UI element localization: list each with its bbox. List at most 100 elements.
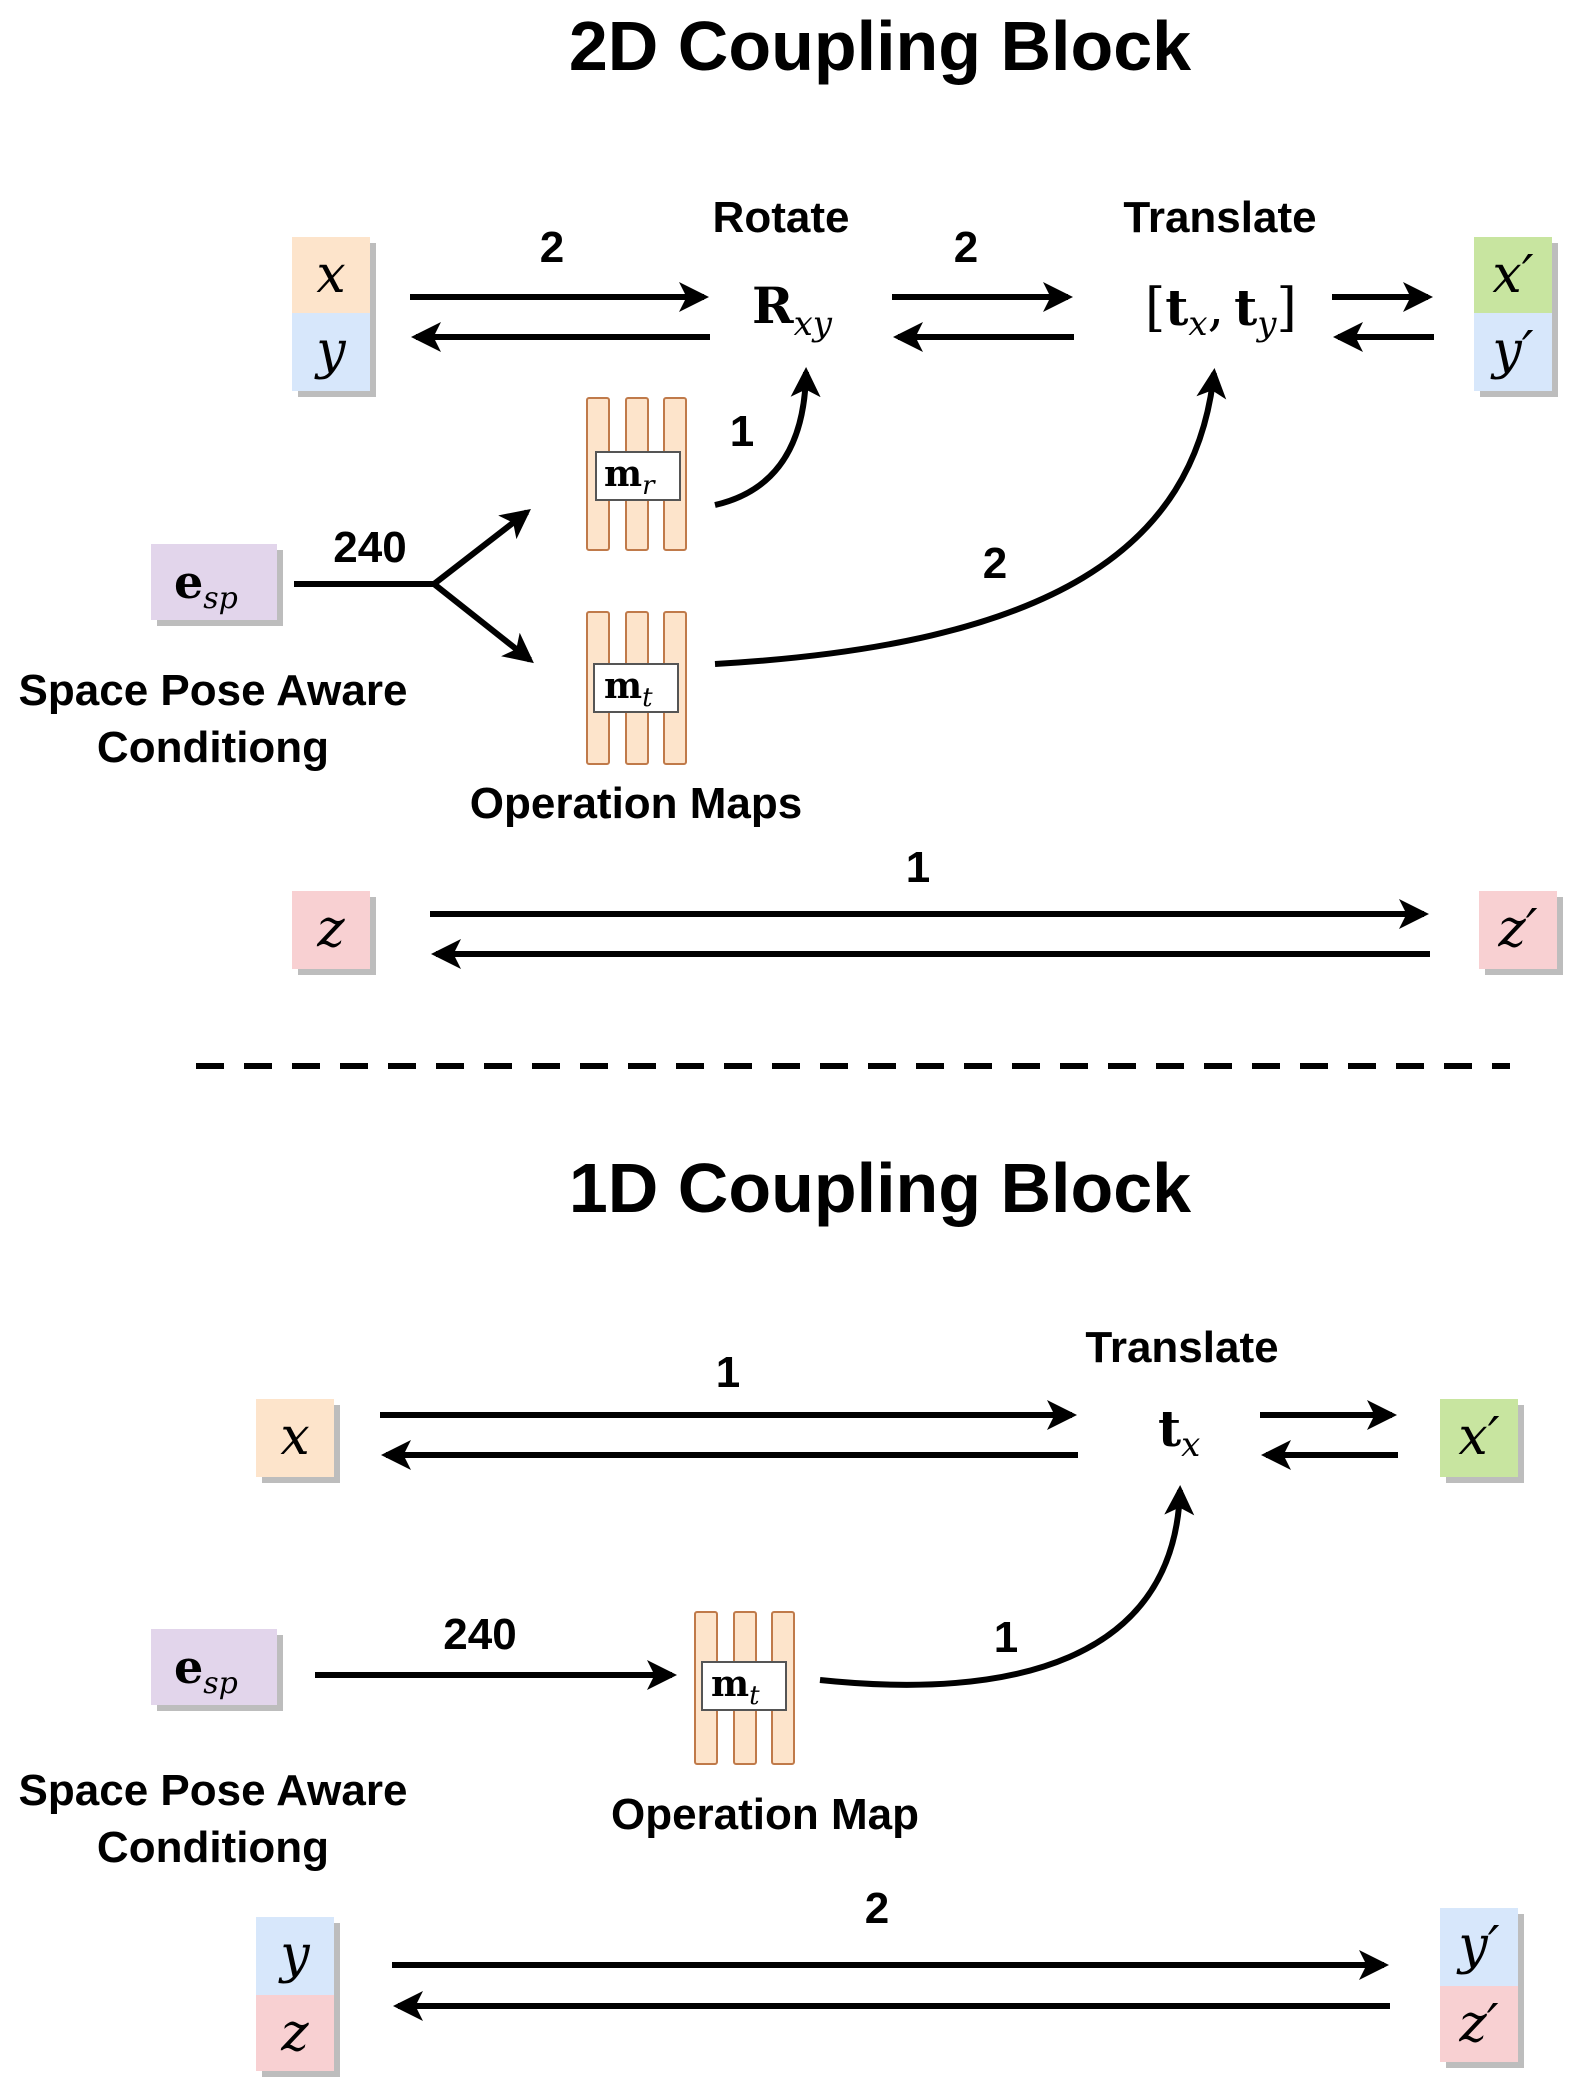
cond-label-line1: Space Pose Aware bbox=[19, 666, 408, 715]
bottom-output-y-text: y′ bbox=[1456, 1916, 1499, 1976]
bottom-output-x-fill bbox=[1440, 1399, 1518, 1477]
input-x-box: x bbox=[292, 237, 376, 319]
bottom-count-mt: 1 bbox=[994, 1613, 1018, 1662]
bottom-input-y-fill bbox=[256, 1917, 334, 1995]
conditioning-box: esp bbox=[151, 544, 283, 626]
bottom-operation-map-t: mt bbox=[694, 1611, 795, 1765]
bottom-cond-label-line2: Conditiong bbox=[97, 1823, 329, 1872]
bottom-translate-symbol: tx bbox=[1158, 1399, 1200, 1465]
translate-comma: , bbox=[1208, 278, 1225, 338]
map-r-sub: r bbox=[642, 471, 656, 501]
input-x-text: x bbox=[316, 245, 345, 305]
map-r-label-box bbox=[595, 451, 681, 501]
arrow-mr-to-rotate bbox=[714, 367, 821, 508]
bottom-output-x-box: x′ bbox=[1440, 1399, 1524, 1483]
bottom-input-x-fill bbox=[256, 1399, 334, 1477]
output-y-text: y′ bbox=[1490, 321, 1533, 381]
output-z-text: z′ bbox=[1497, 899, 1537, 959]
bottom-input-x-box: x bbox=[256, 1399, 340, 1483]
output-y-box: y′ bbox=[1474, 313, 1558, 397]
cond-label-line2: Conditiong bbox=[97, 723, 329, 772]
translate-symbol: [tx,ty] bbox=[1145, 278, 1297, 344]
map-r-main: m bbox=[604, 453, 642, 495]
bottom-output-z-fill bbox=[1440, 1986, 1518, 2062]
bottom-translate-main: t bbox=[1158, 1399, 1181, 1458]
bottom-output-y-box: y′ bbox=[1440, 1908, 1524, 1992]
bottom-cond-sub: sp bbox=[203, 1666, 238, 1701]
map-t-sub: t bbox=[642, 683, 653, 713]
rotate-symbol-sub: xy bbox=[794, 304, 833, 344]
arrow-mt-to-translate bbox=[714, 368, 1227, 667]
bottom-conditioning-fill bbox=[151, 1629, 277, 1705]
operation-map-r: mr bbox=[586, 397, 687, 551]
conditioning-fill bbox=[151, 544, 277, 620]
count-z: 1 bbox=[906, 843, 930, 892]
bottom-input-y-text: y bbox=[278, 1925, 310, 1985]
bottom-output-z-text: z′ bbox=[1458, 1994, 1498, 2054]
count-mt: 2 bbox=[983, 539, 1007, 588]
cond-sub: sp bbox=[203, 581, 238, 616]
translate-sub-y: y bbox=[1255, 304, 1277, 344]
input-y-text: y bbox=[314, 321, 346, 381]
output-z-fill bbox=[1479, 891, 1557, 969]
conditioning-symbol: esp bbox=[174, 555, 238, 616]
input-x-fill bbox=[292, 237, 370, 313]
bottom-input-x-text: x bbox=[280, 1407, 309, 1467]
bottom-map-label: mt bbox=[711, 1663, 760, 1711]
output-y-fill bbox=[1474, 313, 1552, 391]
translate-label: Translate bbox=[1123, 193, 1316, 242]
rotate-symbol: Rxy bbox=[752, 276, 833, 344]
input-y-fill bbox=[292, 313, 370, 391]
operation-maps-label: Operation Maps bbox=[470, 779, 803, 828]
map-t-label-box bbox=[593, 663, 679, 713]
arrow-cond-to-mr bbox=[432, 508, 531, 587]
bottom-conditioning-symbol: esp bbox=[174, 1640, 238, 1701]
count-cond: 240 bbox=[333, 523, 406, 572]
bottom-arrow-mt-to-translate bbox=[819, 1485, 1195, 1688]
bottom-translate-label: Translate bbox=[1085, 1323, 1278, 1372]
bottom-map-label-box bbox=[701, 1661, 787, 1711]
output-z-box: z′ bbox=[1479, 891, 1563, 975]
map-t-main: m bbox=[604, 665, 642, 707]
count-xy-rotate: 2 bbox=[540, 223, 564, 272]
count-rotate-translate: 2 bbox=[954, 223, 978, 272]
bottom-map-sub: t bbox=[749, 1681, 760, 1711]
input-z-text: z bbox=[316, 899, 345, 959]
bottom-count-cond: 240 bbox=[443, 1610, 516, 1659]
bottom-conditioning-box: esp bbox=[151, 1629, 283, 1711]
rotate-symbol-main: R bbox=[752, 276, 794, 335]
bottom-output-x-text: x′ bbox=[1458, 1407, 1499, 1467]
bottom-output-y-fill bbox=[1440, 1908, 1518, 1986]
output-x-fill bbox=[1474, 237, 1552, 313]
translate-t1: t bbox=[1165, 278, 1188, 337]
input-z-fill bbox=[292, 891, 370, 969]
input-z-box: z bbox=[292, 891, 376, 975]
translate-bracket-open: [ bbox=[1145, 278, 1165, 338]
bottom-input-z-text: z bbox=[280, 2003, 309, 2063]
translate-sub-x: x bbox=[1188, 304, 1207, 344]
bottom-input-z-fill bbox=[256, 1995, 334, 2071]
count-mr: 1 bbox=[730, 407, 754, 456]
bottom-cond-main: e bbox=[174, 1640, 203, 1694]
translate-t2: t bbox=[1234, 278, 1257, 337]
input-y-box: y bbox=[292, 313, 376, 397]
bottom-count-x: 1 bbox=[716, 1348, 740, 1397]
top-title: 2D Coupling Block bbox=[569, 7, 1191, 85]
map-t-label: mt bbox=[604, 665, 653, 713]
bottom-count-yz: 2 bbox=[865, 1884, 889, 1933]
map-r-label: mr bbox=[604, 453, 656, 501]
arrow-cond-to-mt bbox=[432, 581, 534, 664]
output-x-box: x′ bbox=[1474, 237, 1558, 319]
bottom-output-z-box: z′ bbox=[1440, 1986, 1524, 2068]
translate-bracket-close: ] bbox=[1276, 278, 1296, 338]
output-x-text: x′ bbox=[1492, 245, 1533, 305]
bottom-map-main: m bbox=[711, 1663, 749, 1705]
operation-map-t: mt bbox=[586, 611, 687, 765]
rotate-label: Rotate bbox=[713, 193, 850, 242]
bottom-input-y-box: y bbox=[256, 1917, 340, 2001]
operation-map-label: Operation Map bbox=[611, 1790, 919, 1839]
bottom-title: 1D Coupling Block bbox=[569, 1149, 1191, 1227]
cond-main: e bbox=[174, 555, 203, 609]
bottom-translate-sub: x bbox=[1181, 1425, 1200, 1465]
